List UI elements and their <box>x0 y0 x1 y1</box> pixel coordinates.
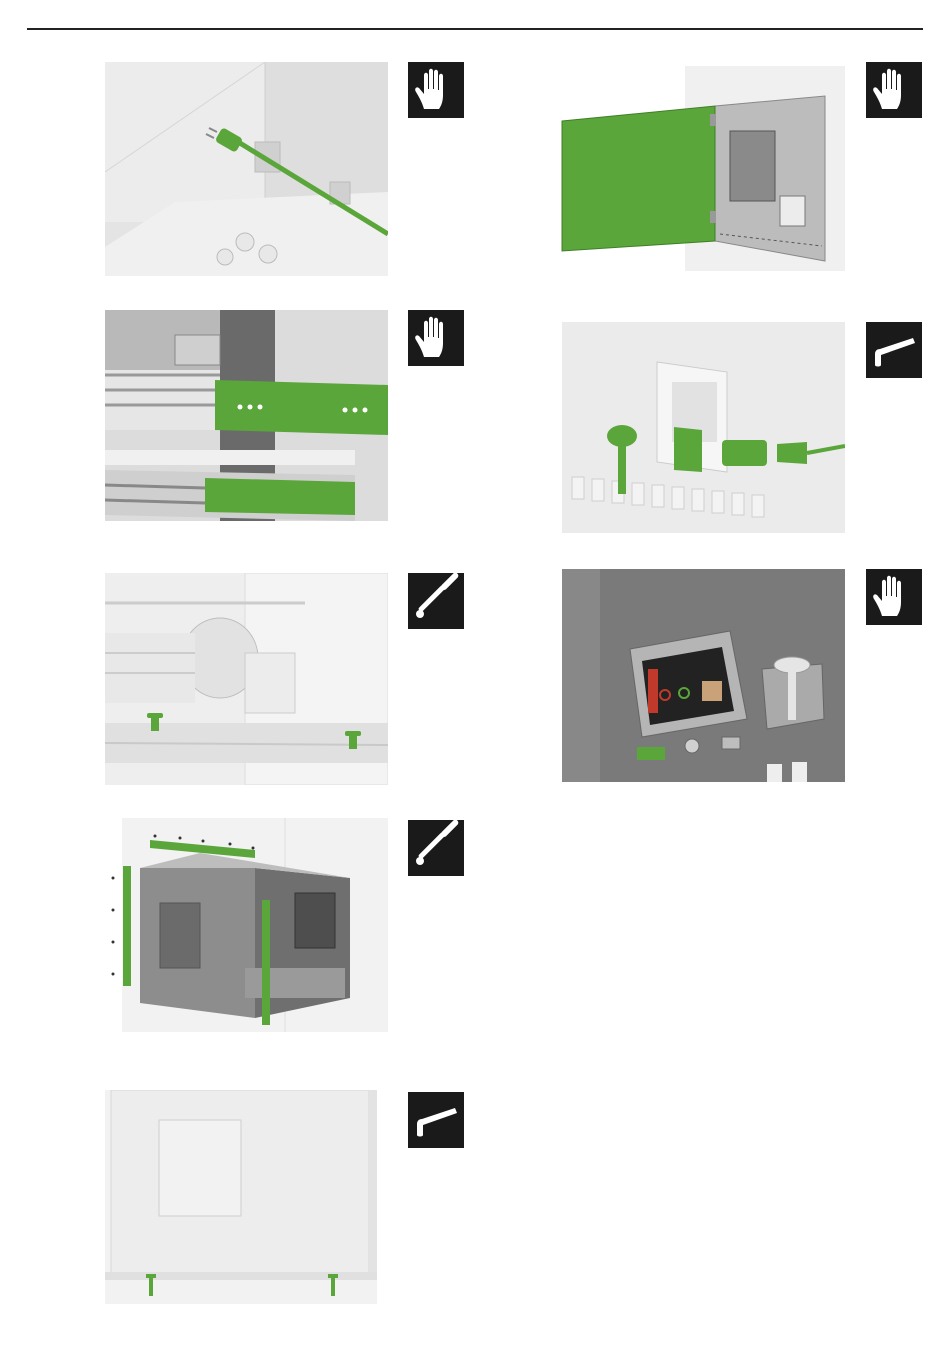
hand-icon <box>408 310 464 366</box>
hand-icon <box>408 62 464 118</box>
t-handle-wrench-icon <box>408 573 464 629</box>
illustration-rail-slides <box>105 310 388 521</box>
illustration-power-cable-routing <box>105 62 388 276</box>
illustration-oven-trim-strips <box>105 818 388 1032</box>
hand-icon <box>866 569 922 625</box>
t-handle-wrench-icon <box>408 820 464 876</box>
allen-key-icon <box>866 322 922 378</box>
illustration-open-control-door <box>560 66 845 271</box>
hand-icon <box>866 62 922 118</box>
illustration-rail-bolts <box>105 573 388 785</box>
header-rule <box>27 28 923 30</box>
allen-key-icon <box>408 1092 464 1148</box>
illustration-front-panel-screws <box>105 1090 377 1304</box>
illustration-key-and-power-plug <box>562 322 845 533</box>
illustration-control-panel-display <box>562 569 845 782</box>
